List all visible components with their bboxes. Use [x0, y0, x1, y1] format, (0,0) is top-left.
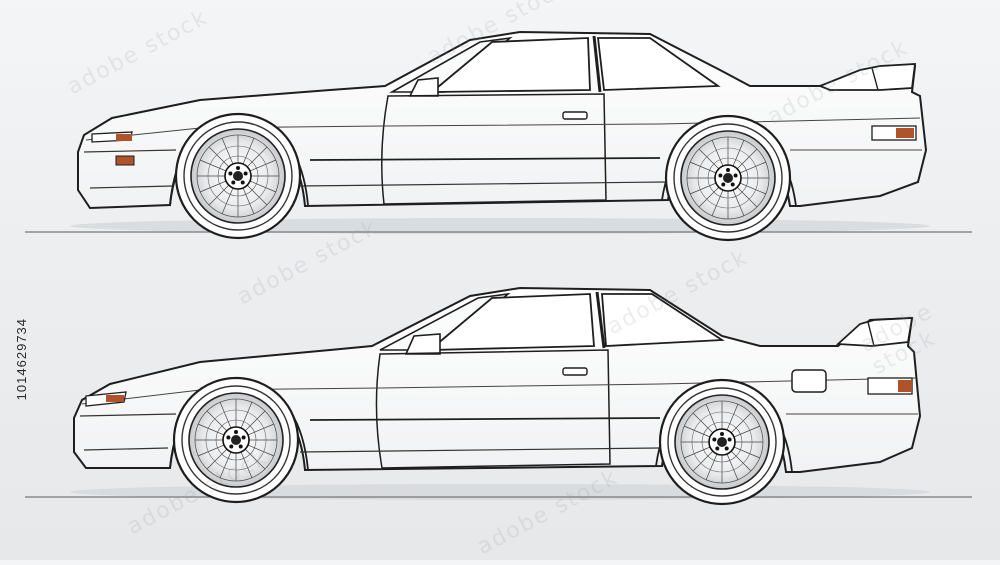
door-handle	[562, 111, 588, 120]
rear-wheel	[658, 378, 786, 506]
rear-spoiler	[835, 317, 914, 347]
rear-wheel	[664, 114, 792, 242]
tail-light-lens	[898, 380, 912, 392]
front-side-window	[427, 293, 595, 351]
rear-side-window	[596, 37, 721, 91]
tail-light-lens	[896, 128, 914, 138]
door-handle	[562, 367, 588, 376]
front-marker-light	[116, 134, 132, 141]
front-wheel	[174, 112, 302, 240]
b-pillar	[592, 35, 602, 93]
car-side-view-top	[25, 30, 972, 242]
front-side-window	[429, 37, 591, 93]
rear-side-window	[601, 293, 725, 347]
door-outline	[381, 93, 607, 205]
rear-spoiler	[817, 63, 917, 91]
front-wheel	[172, 376, 300, 504]
door-outline	[375, 349, 611, 469]
side-mirror	[404, 333, 441, 355]
b-pillar	[595, 291, 606, 349]
front-turn-light	[115, 155, 135, 166]
fuel-door	[791, 369, 827, 393]
car-side-view-bottom	[25, 286, 972, 506]
front-marker-light	[106, 395, 124, 402]
stock-image-id: 1014629734	[14, 318, 29, 401]
